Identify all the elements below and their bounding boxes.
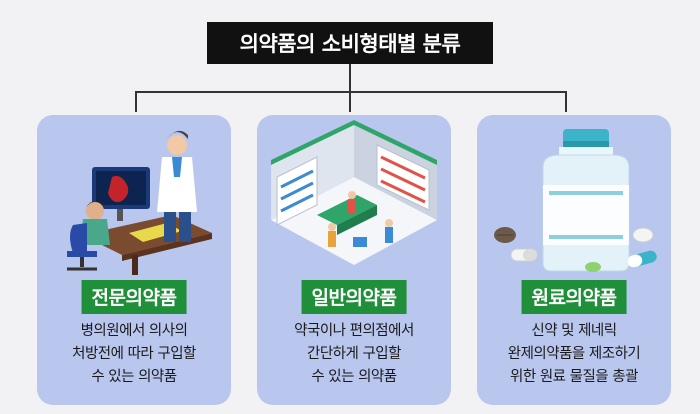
tree-connector (135, 64, 567, 112)
card-prescription: 전문의약품 병의원에서 의사의 처방전에 따라 구입할 수 있는 의약품 (37, 115, 231, 405)
diagram-title: 의약품의 소비형태별 분류 (207, 22, 493, 64)
description-line: 완제의약품을 제조하기 (507, 346, 641, 362)
description-line: 위한 원료 물질을 총괄 (510, 369, 638, 385)
category-description: 약국이나 편의점에서 간단하게 구입할 수 있는 의약품 (263, 320, 445, 389)
description-line: 수 있는 의약품 (91, 369, 177, 385)
pharmacy-store-illustration (271, 120, 437, 265)
description-line: 수 있는 의약품 (311, 369, 397, 385)
description-line: 처방전에 따라 구입할 (72, 346, 196, 362)
category-description: 병의원에서 의사의 처방전에 따라 구입할 수 있는 의약품 (43, 320, 225, 389)
doctor-consultation-illustration (67, 130, 212, 275)
description-line: 간단하게 구입할 (307, 346, 402, 362)
category-label: 원료의약품 (521, 280, 627, 314)
medicine-bottle-pills-illustration (494, 129, 657, 272)
card-api: 원료의약품 신약 및 제네릭 완제의약품을 제조하기 위한 원료 물질을 총괄 (477, 115, 671, 405)
category-label: 일반의약품 (301, 280, 407, 314)
category-description: 신약 및 제네릭 완제의약품을 제조하기 위한 원료 물질을 총괄 (483, 320, 665, 389)
category-label: 전문의약품 (81, 280, 187, 314)
description-line: 약국이나 편의점에서 (294, 323, 414, 339)
description-line: 신약 및 제네릭 (531, 323, 617, 339)
card-otc: 일반의약품 약국이나 편의점에서 간단하게 구입할 수 있는 의약품 (257, 115, 451, 405)
description-line: 병의원에서 의사의 (80, 323, 188, 339)
